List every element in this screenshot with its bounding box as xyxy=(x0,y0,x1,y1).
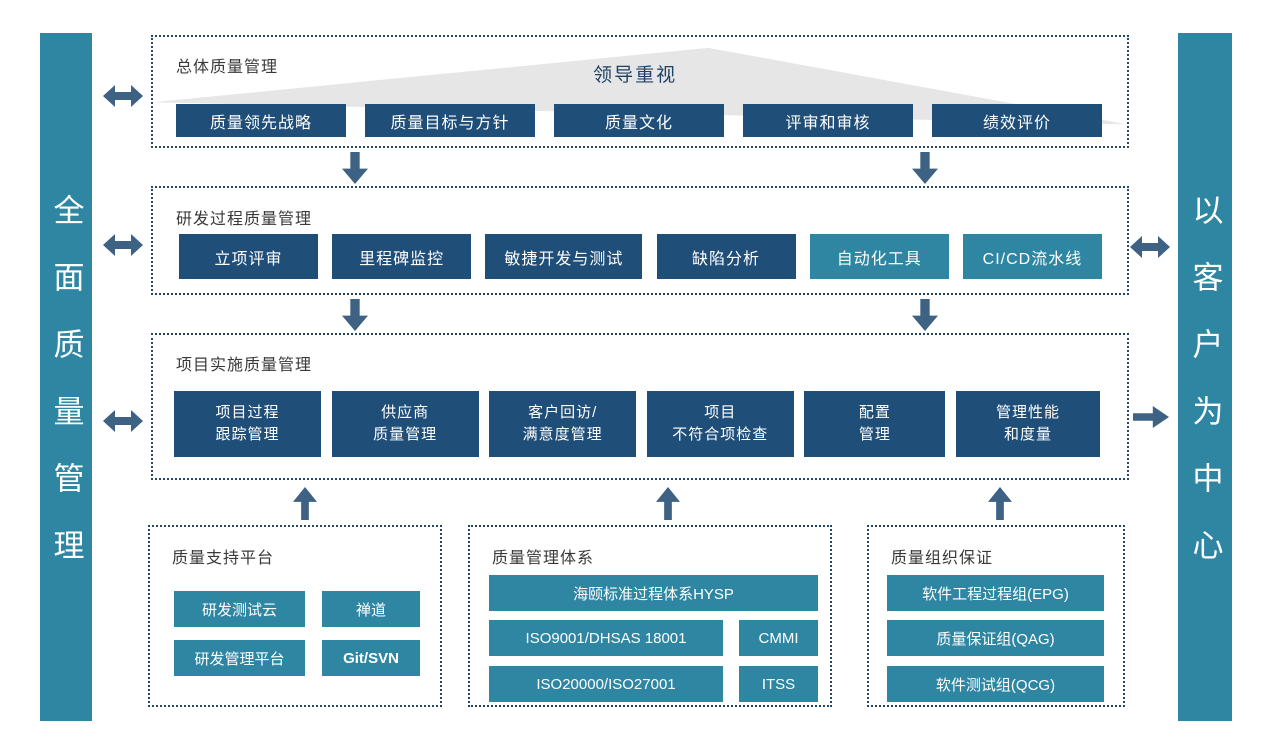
node-nonconformance-check: 项目 不符合项检查 xyxy=(646,391,794,457)
section-title-overall: 总体质量管理 xyxy=(176,59,279,76)
section-title-platform: 质量支持平台 xyxy=(172,550,275,567)
node-performance-evaluation: 绩效评价 xyxy=(932,104,1102,137)
node-git-svn: Git/SVN xyxy=(322,640,420,676)
node-supplier-quality: 供应商 质量管理 xyxy=(331,391,479,457)
node-review-audit: 评审和审核 xyxy=(743,104,913,137)
section-quality-support-platform: 质量支持平台 研发测试云 禅道 研发管理平台 Git/SVN xyxy=(148,525,442,707)
rnd-buttons-row: 立项评审 里程碑监控 敏捷开发与测试 缺陷分析 自动化工具 CI/CD流水线 xyxy=(179,234,1102,279)
node-iso9001-dhsas18001: ISO9001/DHSAS 18001 xyxy=(489,620,723,656)
left-double-arrow-row1 xyxy=(103,85,143,107)
section-project-implementation-quality: 项目实施质量管理 项目过程 跟踪管理 供应商 质量管理 客户回访/ 满意度管理 … xyxy=(151,333,1129,480)
section-quality-management-system: 质量管理体系 海颐标准过程体系HYSP ISO9001/DHSAS 18001 … xyxy=(468,525,832,707)
node-itss: ITSS xyxy=(739,666,818,702)
down-arrow-row1-left xyxy=(342,152,368,184)
right-banner-customer-centric: 以客户为中心 xyxy=(1178,33,1232,721)
leadership-banner: 领导重视 xyxy=(593,65,678,86)
node-cicd-pipeline: CI/CD流水线 xyxy=(962,234,1102,279)
section-title-org: 质量组织保证 xyxy=(891,550,994,567)
node-manage-performance-measure: 管理性能 和度量 xyxy=(955,391,1100,457)
section-title-system: 质量管理体系 xyxy=(492,550,595,567)
node-configuration-management: 配置 管理 xyxy=(804,391,946,457)
down-arrow-row2-left xyxy=(342,299,368,331)
node-project-process-tracking: 项目过程 跟踪管理 xyxy=(174,391,321,457)
node-hysp-standard-process: 海颐标准过程体系HYSP xyxy=(489,575,818,611)
node-agile-dev-testing: 敏捷开发与测试 xyxy=(485,234,643,279)
section-rnd-process-quality: 研发过程质量管理 立项评审 里程碑监控 敏捷开发与测试 缺陷分析 自动化工具 C… xyxy=(151,186,1129,295)
section-title-project: 项目实施质量管理 xyxy=(176,357,313,374)
left-banner-label: 全面质量管理 xyxy=(48,194,84,596)
node-zentao: 禅道 xyxy=(322,591,420,627)
node-quality-culture: 质量文化 xyxy=(554,104,724,137)
node-epg-group: 软件工程过程组(EPG) xyxy=(887,575,1104,611)
node-rnd-test-cloud: 研发测试云 xyxy=(174,591,305,627)
node-quality-goals-policy: 质量目标与方针 xyxy=(365,104,535,137)
node-defect-analysis: 缺陷分析 xyxy=(656,234,796,279)
right-banner-label: 以客户为中心 xyxy=(1187,194,1223,596)
node-quality-leading-strategy: 质量领先战略 xyxy=(176,104,346,137)
up-arrow-system xyxy=(656,487,680,520)
down-arrow-row1-right xyxy=(912,152,938,184)
node-qag-group: 质量保证组(QAG) xyxy=(887,620,1104,656)
node-automation-tools: 自动化工具 xyxy=(809,234,949,279)
right-double-arrow-row2 xyxy=(1130,236,1170,258)
node-project-approval-review: 立项评审 xyxy=(179,234,318,279)
node-cmmi: CMMI xyxy=(739,620,818,656)
up-arrow-platform xyxy=(293,487,317,520)
overall-buttons-row: 质量领先战略 质量目标与方针 质量文化 评审和审核 绩效评价 xyxy=(176,104,1102,137)
node-milestone-monitoring: 里程碑监控 xyxy=(332,234,472,279)
left-double-arrow-row3 xyxy=(103,410,143,432)
node-qcg-group: 软件测试组(QCG) xyxy=(887,666,1104,702)
node-customer-visit-satisfaction: 客户回访/ 满意度管理 xyxy=(489,391,637,457)
section-quality-organization: 质量组织保证 软件工程过程组(EPG) 质量保证组(QAG) 软件测试组(QCG… xyxy=(867,525,1125,707)
left-banner-total-quality: 全面质量管理 xyxy=(40,33,92,721)
section-overall-quality: 领导重视 总体质量管理 质量领先战略 质量目标与方针 质量文化 评审和审核 绩效… xyxy=(151,35,1129,148)
node-rnd-management-platform: 研发管理平台 xyxy=(174,640,305,676)
section-title-rnd: 研发过程质量管理 xyxy=(176,211,313,228)
right-arrow-row3 xyxy=(1133,406,1169,428)
up-arrow-org xyxy=(988,487,1012,520)
down-arrow-row2-right xyxy=(912,299,938,331)
left-double-arrow-row2 xyxy=(103,234,143,256)
project-buttons-row: 项目过程 跟踪管理 供应商 质量管理 客户回访/ 满意度管理 项目 不符合项检查… xyxy=(174,391,1100,457)
node-iso20000-iso27001: ISO20000/ISO27001 xyxy=(489,666,723,702)
